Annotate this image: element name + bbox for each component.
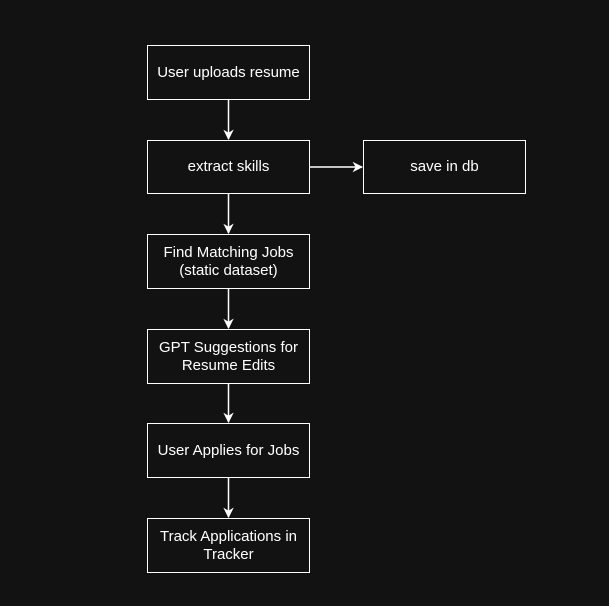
node-extract-skills[interactable]: extract skills (147, 140, 310, 194)
node-find-matching-jobs[interactable]: Find Matching Jobs (static dataset) (147, 234, 310, 289)
node-gpt-suggestions[interactable]: GPT Suggestions for Resume Edits (147, 329, 310, 384)
node-user-applies-for-jobs[interactable]: User Applies for Jobs (147, 423, 310, 478)
node-user-uploads-resume[interactable]: User uploads resume (147, 45, 310, 100)
node-track-applications[interactable]: Track Applications in Tracker (147, 518, 310, 573)
node-save-in-db[interactable]: save in db (363, 140, 526, 194)
